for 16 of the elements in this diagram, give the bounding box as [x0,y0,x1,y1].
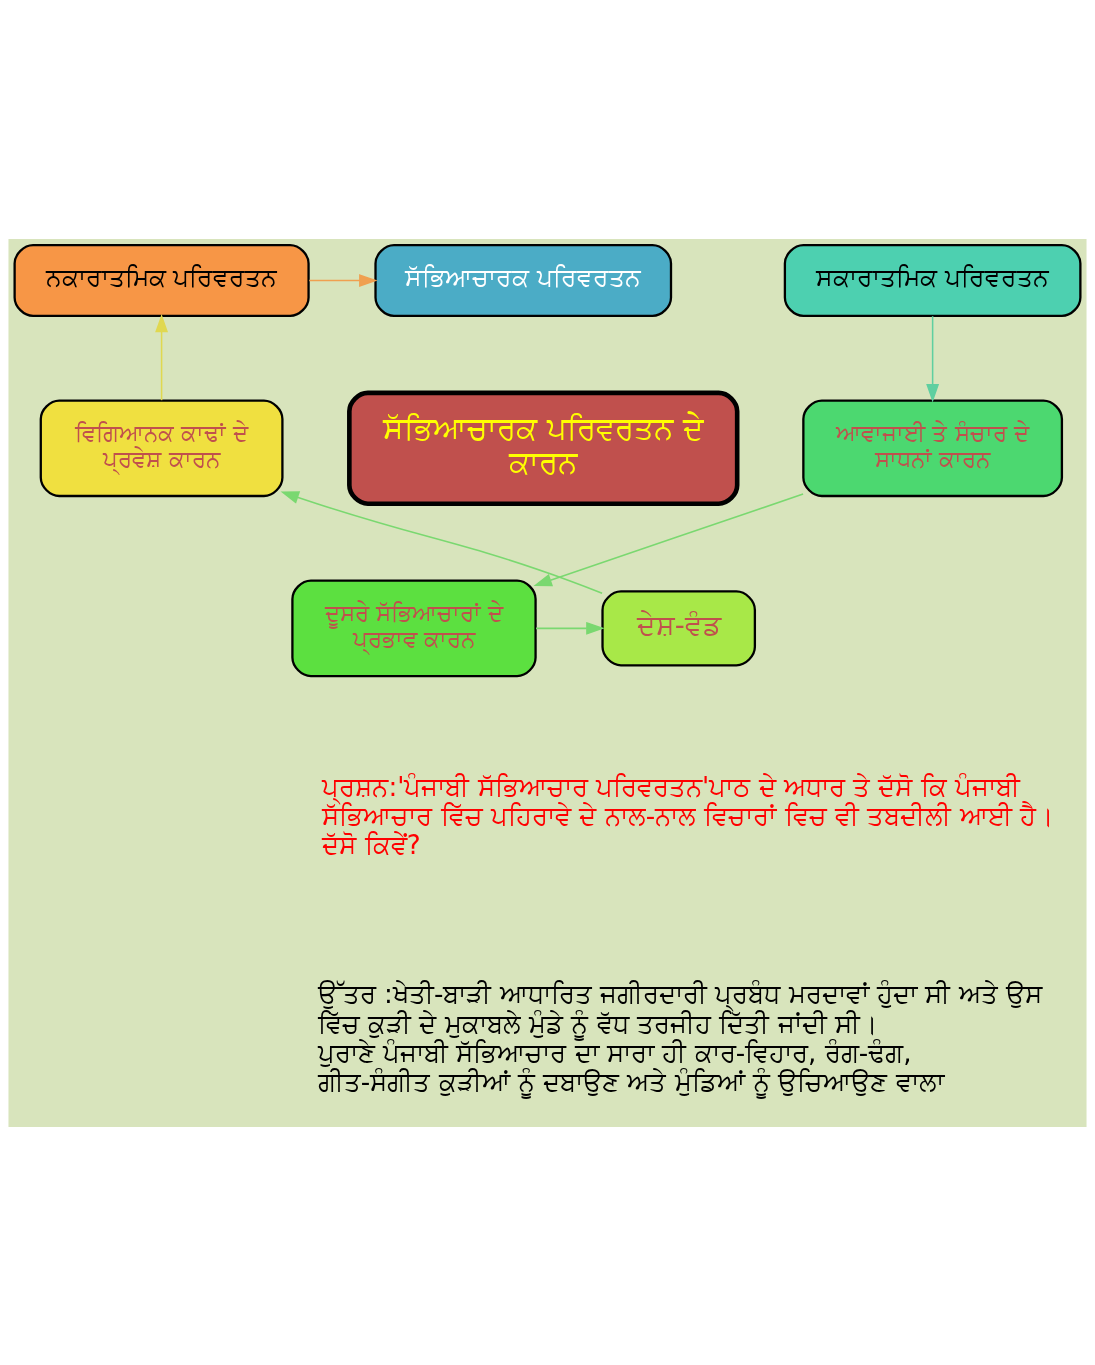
node-box: ਨਕਾਰਾਤਮਿਕ ਪਰਿਵਰਤਨ [13,243,310,317]
arrow [533,492,804,586]
arrow [308,273,378,287]
arrow [535,621,605,635]
node-box: ਵਿਗਿਆਨਕ ਕਾਢਾਂ ਦੇ ਪ੍ਰਵੇਸ਼ ਕਾਰਨ [39,398,284,497]
arrow [280,490,603,594]
label: ਪ੍ਰਸ਼ਨ:'ਪੰਜਾਬੀ ਸੱਭਿਆਚਾਰ ਪਰਿਵਰਤਨ'ਪਾਠ ਦੇ ਅਧਾਰ ਤੇ ਦੱਸੋ ਕਿ ਪੰਜਾਬੀ ਸੱਭਿਆਚਾਰ ਵਿੱਚ ਪਹਿਰਾਵੇ ਦੇ ਨਾਲ-ਨਾਲ ਵਿਚਾਰਾਂ ਵਿਚ ਵੀ ਤਬਦੀਲੀ ਆਈ ਹੈ। ਦੱਸੋ ਕਿਵੇਂ? [322,771,1055,860]
node-box: ਦੇਸ਼-ਵੰਡ [601,589,757,666]
node-box: ਸਕਾਰਾਤਮਿਕ ਪਰਿਵਰਤਨ [783,243,1082,317]
node-box: ਆਵਾਜਾਈ ਤੇ ਸੰਚਾਰ ਦੇ ਸਾਧਨਾਂ ਕਾਰਨ [802,398,1064,497]
label: ਉੱਤਰ :ਖੇਤੀ-ਬਾੜੀ ਆਧਾਰਿਤ ਜਗੀਰਦਾਰੀ ਪ੍ਰਬੰਧ ਮਰਦਾਵਾਂ ਹੁੰਦਾ ਸੀ ਅਤੇ ਉਸ ਵਿੱਚ ਕੁੜੀ ਦੇ ਮੁਕਾਬਲੇ ਮੁੰਡੇ ਨੂੰ ਵੱਧ ਤਰਜੀਹ ਦਿੱਤੀ ਜਾਂਦੀ ਸੀ। ਪੁਰਾਣੇ ਪੰਜਾਬੀ ਸੱਭਿਆਚਾਰ ਦਾ ਸਾਰਾ ਹੀ ਕਾਰ-ਵਿਹਾਰ, ਰੰਗ-ਢੰਗ, ਗੀਤ-ਸੰਗੀਤ ਕੁੜੀਆਂ ਨੂੰ ਦਬਾਉਣ ਅਤੇ ਮੁੰਡਿਆਂ ਨੂੰ ਉਚਿਆਉਣ ਵਾਲਾ [317,978,1042,1097]
node-box: ਸੱਭਿਆਚਾਰਕ ਪਰਿਵਰਤਨ ਦੇ ਕਾਰਨ [347,390,740,506]
node-box: ਦੂਸਰੇ ਸੱਭਿਆਚਾਰਾਂ ਦੇ ਪ੍ਰਭਾਵ ਕਾਰਨ [291,579,537,677]
node-box: ਸੱਭਿਆਚਾਰਕ ਪਰਿਵਰਤਨ [374,243,673,317]
arrow [926,314,940,403]
arrow [155,313,169,401]
